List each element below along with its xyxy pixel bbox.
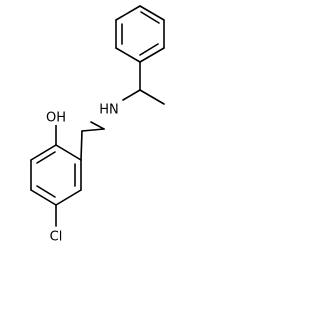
bond — [139, 89, 165, 105]
label-nh: HN — [96, 101, 122, 118]
bond — [115, 5, 141, 21]
double-bond — [139, 43, 159, 56]
chlorophenol-ring — [30, 144, 82, 206]
bond — [139, 47, 165, 63]
double-bond — [36, 151, 56, 164]
double-bond — [36, 185, 56, 198]
bond — [30, 144, 57, 161]
ethyl-linker — [122, 61, 165, 105]
aminomethyl-linker — [80, 121, 105, 161]
label-cl: Cl — [44, 228, 68, 245]
bond — [122, 89, 141, 101]
bond — [30, 189, 57, 206]
bond — [115, 47, 141, 63]
bond — [81, 128, 105, 132]
label-oh: OH — [44, 109, 68, 126]
hydroxyl-label: OH — [46, 111, 66, 126]
bond — [90, 121, 105, 130]
bond — [55, 144, 82, 161]
bond — [80, 130, 83, 161]
amine-label: HN — [99, 103, 119, 118]
double-bond — [140, 11, 160, 24]
chlorine-label: Cl — [50, 230, 63, 245]
bond — [139, 5, 165, 21]
phenyl-ring — [115, 5, 165, 63]
bond — [55, 189, 82, 206]
molecule-structure-diagram: OH HN Cl — [30, 5, 165, 245]
